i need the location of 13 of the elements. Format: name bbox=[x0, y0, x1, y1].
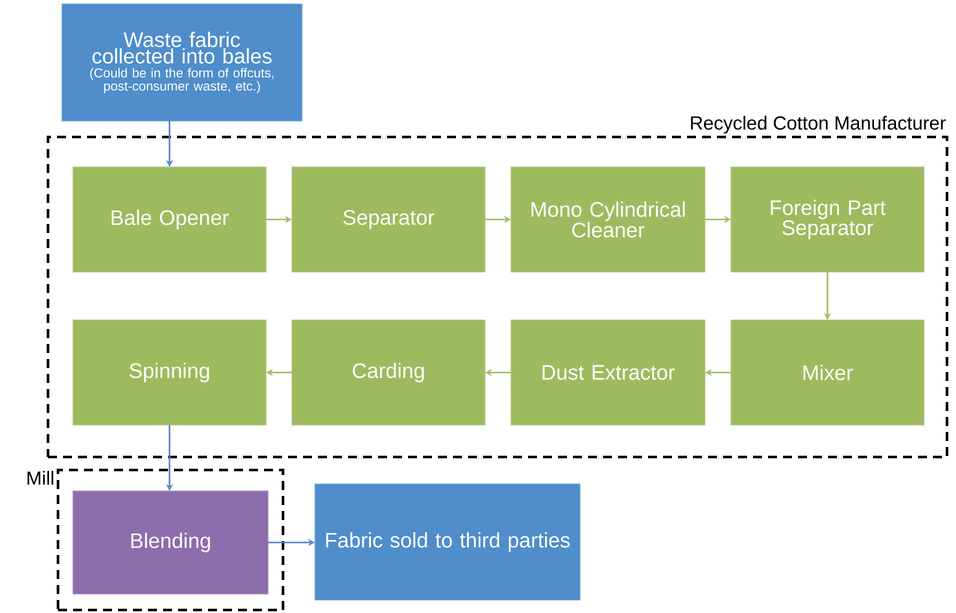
process-box: Spinning bbox=[72, 320, 266, 426]
process-box: Blending bbox=[72, 490, 268, 594]
process-box: Fabric sold to third parties bbox=[314, 484, 580, 600]
node-label: Mill bbox=[28, 470, 54, 485]
process-box: Bale Opener bbox=[72, 166, 266, 272]
process-box: Separator bbox=[292, 166, 486, 272]
process-box: Mono Cylindrical Cleaner bbox=[510, 166, 706, 272]
process-box: Carding bbox=[292, 320, 486, 426]
process-box: Foreign Part Separator bbox=[730, 166, 924, 272]
node-label: Recycled Cotton Manufacturer bbox=[691, 116, 946, 134]
process-box: Mixer bbox=[730, 320, 924, 426]
process-box: Dust Extractor bbox=[510, 320, 706, 426]
process-box: Waste fabric collected into bales (Could be in the form of offcuts, post-consumer waste, etc.) bbox=[62, 4, 302, 122]
